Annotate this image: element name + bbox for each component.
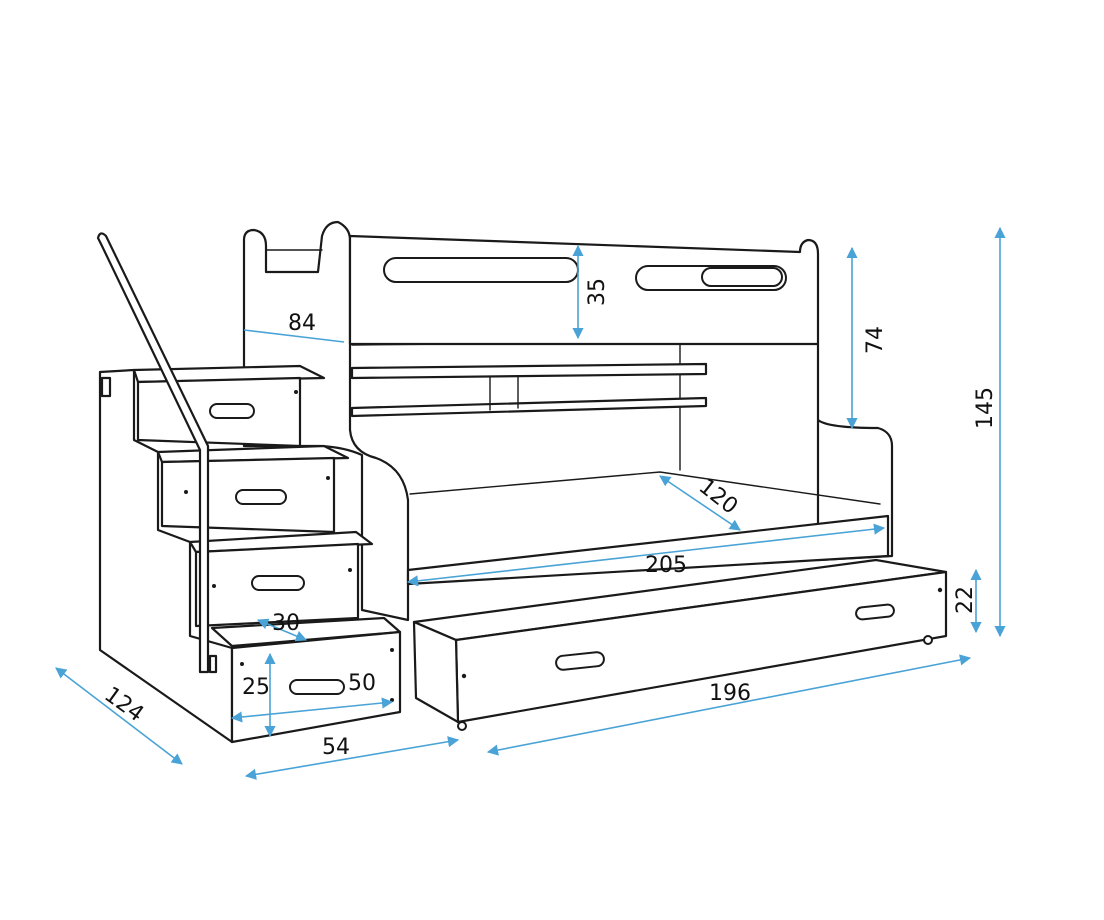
dim-line-30 bbox=[256, 618, 308, 642]
dim-label-54: 54 bbox=[322, 735, 350, 760]
stair-screw bbox=[326, 476, 330, 480]
dim-line-120 bbox=[659, 475, 741, 531]
dim-label-25: 25 bbox=[242, 675, 270, 700]
dim-line-205 bbox=[406, 523, 886, 587]
dim-line-84 bbox=[243, 329, 345, 343]
guard-cutout-inner bbox=[701, 267, 783, 287]
dim-label-22: 22 bbox=[953, 586, 978, 614]
step-3-top bbox=[188, 530, 374, 554]
dim-label-120: 120 bbox=[694, 474, 742, 520]
dim-label-30: 30 bbox=[272, 611, 300, 636]
dim-line-54 bbox=[244, 736, 460, 780]
dim-line-50 bbox=[230, 697, 394, 723]
stair-screw bbox=[348, 568, 352, 572]
stair-screw bbox=[240, 662, 244, 666]
drawer-wheel bbox=[923, 635, 933, 645]
dim-label-205: 205 bbox=[645, 553, 687, 578]
left-end-panel bbox=[242, 220, 410, 622]
handrail-bracket bbox=[208, 654, 218, 674]
dim-label-84: 84 bbox=[288, 311, 316, 336]
drawer-screw bbox=[937, 587, 943, 593]
trundle-drawer-side bbox=[412, 620, 460, 724]
guard-cutout-left bbox=[383, 257, 579, 283]
stair-screw bbox=[294, 390, 298, 394]
dim-label-196: 196 bbox=[709, 681, 751, 706]
dimension-lines bbox=[55, 226, 1006, 780]
shelf-upper bbox=[350, 362, 708, 380]
dim-label-35: 35 bbox=[585, 278, 610, 306]
dim-line-196 bbox=[486, 654, 972, 756]
dim-label-74: 74 bbox=[863, 326, 888, 354]
stair-screw bbox=[184, 490, 188, 494]
shelf-divider bbox=[489, 375, 519, 411]
drawer-screw bbox=[461, 673, 467, 679]
step-1-handle bbox=[209, 403, 255, 419]
handrail bbox=[96, 232, 210, 674]
drawer-handle-right bbox=[855, 603, 895, 621]
dim-label-50: 50 bbox=[348, 671, 376, 696]
upper-guard-panel bbox=[348, 234, 894, 562]
step-2-handle bbox=[235, 489, 287, 505]
step-4-handle bbox=[289, 679, 345, 695]
step-3-handle bbox=[251, 575, 305, 591]
lower-mattress-edge bbox=[409, 471, 881, 505]
stair-screw bbox=[390, 648, 394, 652]
handrail-bracket bbox=[100, 376, 112, 398]
dim-line-124 bbox=[55, 667, 183, 765]
dim-label-145: 145 bbox=[973, 387, 998, 429]
stair-screw bbox=[212, 584, 216, 588]
shelf-lower bbox=[350, 396, 708, 418]
drawer-wheel bbox=[457, 721, 467, 731]
